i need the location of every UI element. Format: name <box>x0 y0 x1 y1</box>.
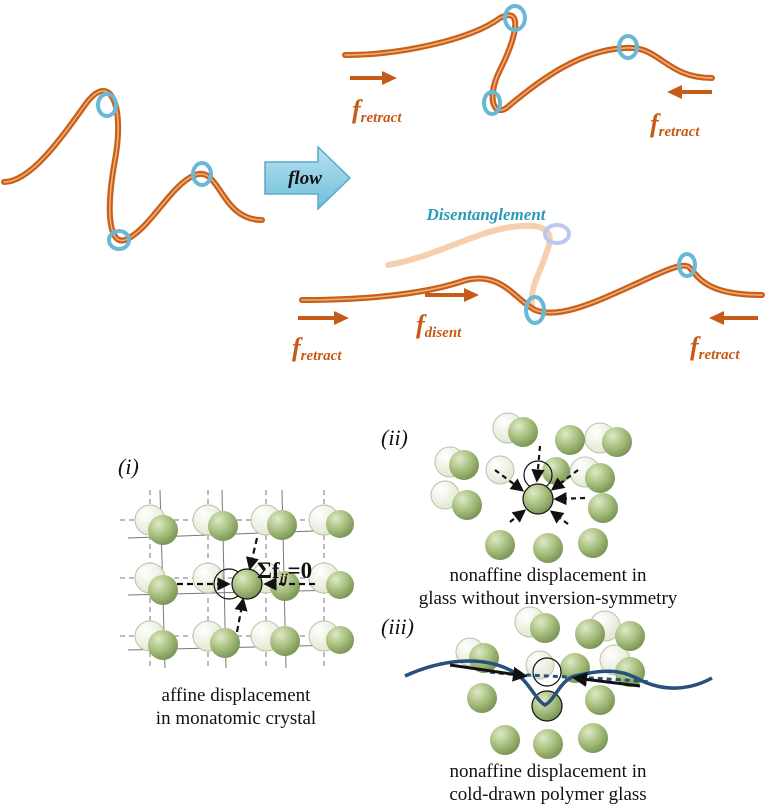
panel-i: (i) <box>118 454 354 729</box>
panel-i-caption-line2: in monatomic crystal <box>156 708 316 729</box>
svg-text:fretract: fretract <box>650 109 700 140</box>
force-subscript: retract <box>301 348 343 364</box>
force-symbol: f <box>352 95 363 124</box>
entanglement-ring <box>503 4 527 32</box>
force-subscript: retract <box>699 347 741 363</box>
panel-iii: (iii) nonaffine displacement in cold-dra… <box>381 606 713 805</box>
svg-text:fretract: fretract <box>690 332 740 363</box>
force-retract-left-bottom: fretract <box>292 311 349 364</box>
disentanglement-label: Disentanglement <box>425 205 546 224</box>
panel-ii-caption-line2: glass without inversion-symmetry <box>419 588 678 609</box>
polymer-atoms <box>467 613 645 759</box>
chain-initial <box>1 88 265 251</box>
chain-disentangling: Disentanglement <box>299 205 765 325</box>
ghost-ring <box>543 223 571 245</box>
force-retract-right-top: fretract <box>650 85 712 140</box>
force-subscript: disent <box>425 325 463 341</box>
panel-ii-label: (ii) <box>381 425 408 450</box>
force-subscript: retract <box>659 124 701 140</box>
force-subscript: retract <box>361 110 403 126</box>
force-symbol: f <box>650 109 661 138</box>
force-retract-right-bottom: fretract <box>690 311 758 363</box>
central-atom-original <box>532 657 562 687</box>
force-arrows <box>494 445 586 525</box>
force-symbol: f <box>292 333 303 362</box>
panel-i-caption-line1: affine displacement <box>162 685 312 706</box>
entanglement-ring <box>96 92 118 118</box>
panel-iii-label: (iii) <box>381 614 414 639</box>
force-arrows <box>449 663 641 688</box>
force-symbol: f <box>690 332 701 361</box>
svg-text:fdisent: fdisent <box>416 310 462 341</box>
displaced-atoms <box>148 510 354 660</box>
entanglement-ring <box>677 252 697 278</box>
entanglement-ring <box>524 295 546 325</box>
panel-ii-caption-line1: nonaffine displacement in <box>450 565 647 586</box>
entanglement-ring <box>482 90 502 116</box>
force-symbol: f <box>416 310 427 339</box>
force-disent: fdisent <box>416 288 479 341</box>
entanglement-ring <box>617 34 639 60</box>
panel-iii-caption-line1: nonaffine displacement in <box>450 761 647 782</box>
force-balance-equation: Σfij=0 <box>257 558 312 587</box>
svg-text:fretract: fretract <box>292 333 342 364</box>
panel-i-label: (i) <box>118 454 139 479</box>
entanglement-ring <box>191 161 213 187</box>
central-atom <box>522 483 554 515</box>
force-retract-left-top: fretract <box>350 71 402 126</box>
flow-label: flow <box>288 168 322 189</box>
flow-arrow: flow <box>264 145 352 211</box>
glass-atoms <box>449 417 632 563</box>
chain-retracted <box>342 4 715 116</box>
force-arrows <box>177 537 315 633</box>
panel-iii-caption-line2: cold-drawn polymer glass <box>449 784 646 805</box>
entanglement-ring <box>107 229 131 251</box>
panel-ii: (ii) nonaffine displacement in glass wit… <box>381 412 678 609</box>
svg-text:fretract: fretract <box>352 95 402 126</box>
